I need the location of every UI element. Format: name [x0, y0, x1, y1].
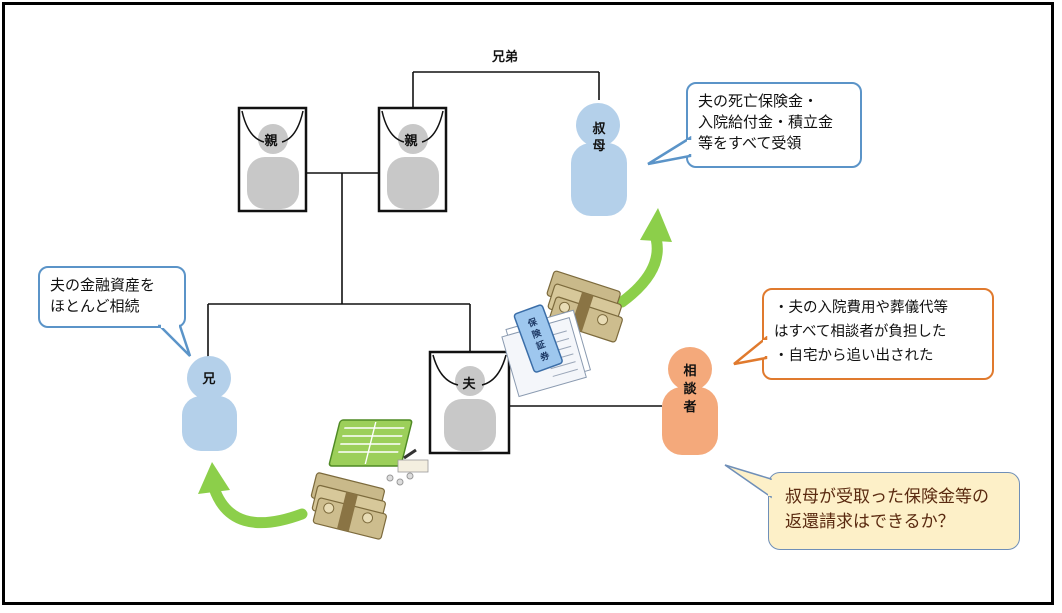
brother-figure: 兄: [182, 356, 237, 451]
consultant-label-1: 相: [683, 363, 696, 379]
question-bubble: 叔母が受取った保険金等の 返還請求はできるか？: [724, 464, 1020, 550]
consultant-label-2: 談: [683, 381, 697, 397]
brother-bubble-text: 夫の金融資産を ほとんど相続: [50, 276, 156, 315]
svg-text:証: 証: [534, 338, 547, 352]
family-lines: [207, 71, 662, 407]
husband-portrait: 夫: [428, 350, 511, 455]
parent-left-portrait: 親: [237, 106, 308, 213]
aunt-label-2: 母: [592, 139, 605, 154]
brother-bubble-tail: [158, 324, 192, 357]
brother-label: 兄: [201, 372, 215, 387]
aunt-bubble-text: 夫の死亡保険金・ 入院給付金・積立金 等をすべて受領: [698, 92, 834, 152]
question-bubble-tail: [724, 464, 773, 499]
money-stack-icon: [546, 270, 623, 343]
parent-right-portrait: 親: [377, 106, 448, 213]
aunt-figure: 叔 母: [571, 103, 627, 216]
insurance-certificate-icon: 保 険 証 券: [501, 304, 592, 398]
question-bubble-text: 叔母が受取った保険金等の 返還請求はできるか？: [785, 487, 989, 532]
aunt-speech-bubble: 夫の死亡保険金・ 入院給付金・積立金 等をすべて受領: [647, 82, 862, 168]
outer-frame: [2, 2, 1054, 605]
consultant-figure: 相 談 者: [662, 347, 718, 455]
parent-left-label: 親: [264, 133, 277, 149]
consultant-speech-bubble: ・夫の入院費用や葬儀代等 はすべて相談者が負担した ・自宅から追い出された: [733, 288, 994, 380]
husband-label: 夫: [462, 376, 476, 392]
brother-speech-bubble: 夫の金融資産を ほとんど相続: [38, 266, 192, 357]
arrow-to-brother: [198, 462, 308, 529]
consultant-label-3: 者: [682, 399, 696, 415]
parent-right-label: 親: [404, 133, 417, 149]
arrow-to-aunt: [616, 208, 672, 308]
aunt-label-1: 叔: [592, 121, 606, 137]
consultant-bubble-text: ・夫の入院費用や葬儀代等 はすべて相談者が負担した ・自宅から追い出された: [774, 300, 948, 364]
money-bundle-icon: [310, 472, 387, 540]
consultant-bubble-tail: [733, 336, 768, 366]
aunt-bubble-tail: [647, 136, 692, 166]
bankbook-icon: [328, 419, 429, 486]
brothers-label: 兄弟: [491, 49, 518, 65]
